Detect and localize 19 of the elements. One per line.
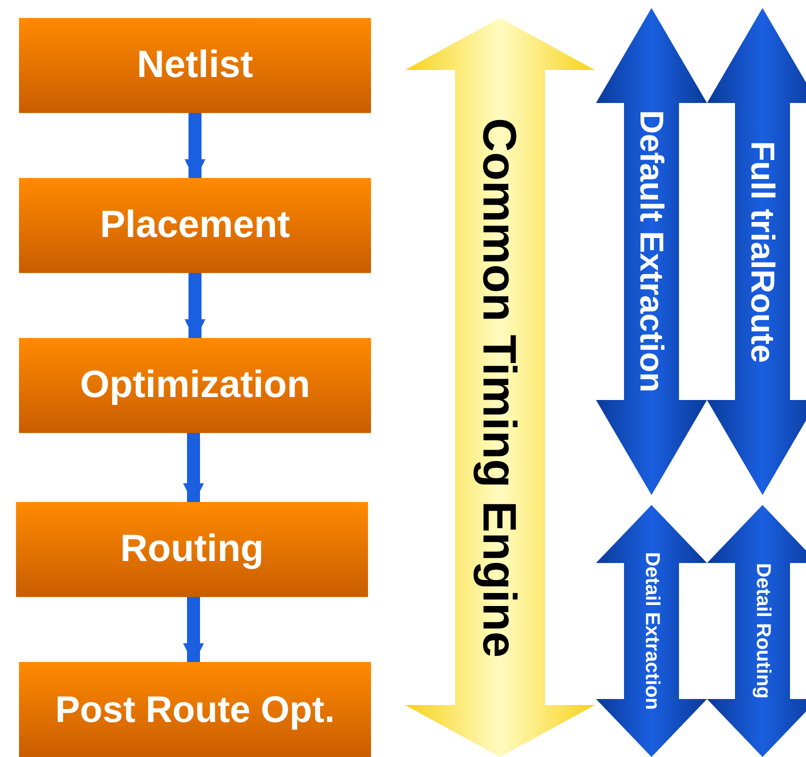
process-box bbox=[19, 662, 371, 757]
arrow-label: Default Extraction bbox=[632, 110, 670, 393]
box-label: Post Route Opt. bbox=[55, 688, 335, 730]
box-label: Optimization bbox=[80, 364, 310, 407]
arrow bbox=[184, 273, 206, 340]
process-box bbox=[19, 338, 371, 433]
arrow-label: Common Timing Engine bbox=[472, 118, 528, 658]
arrow bbox=[184, 113, 206, 180]
arrow-label: Detail Routing bbox=[751, 563, 774, 699]
box-label: Routing bbox=[120, 528, 264, 571]
arrow-label: Full trialRoute bbox=[744, 140, 782, 362]
arrow bbox=[183, 433, 204, 504]
arrow-label: Detail Extraction bbox=[640, 552, 663, 710]
box-label: Placement bbox=[100, 204, 290, 247]
process-box bbox=[19, 18, 371, 113]
arrow bbox=[183, 597, 204, 664]
process-box bbox=[16, 502, 368, 597]
process-box bbox=[19, 178, 371, 273]
box-label: Netlist bbox=[136, 44, 254, 87]
